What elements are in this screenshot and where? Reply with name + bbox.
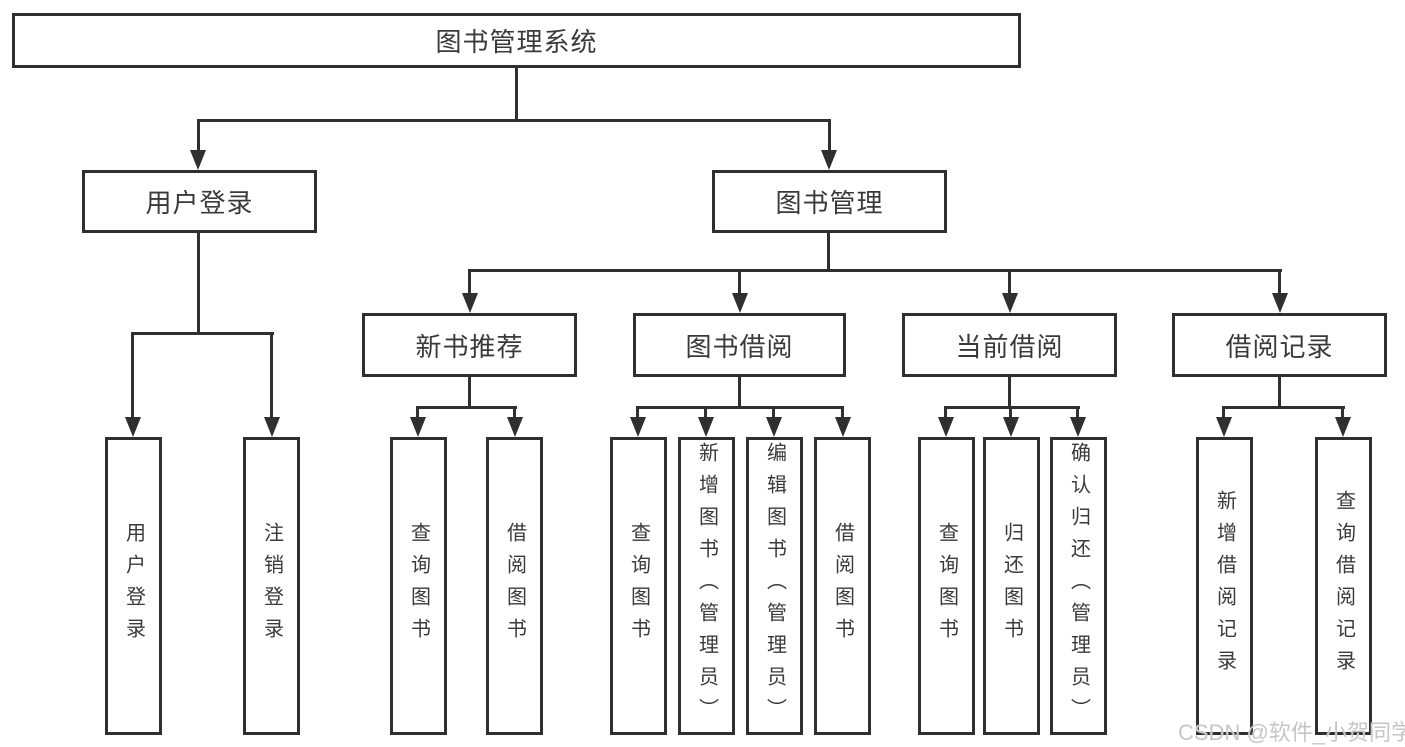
connector-borrow-records-stem — [1278, 376, 1281, 409]
arrowhead-book-borrow — [732, 293, 748, 313]
connector-user-login-branch — [132, 332, 274, 335]
connector-drop-nb-borrow — [513, 406, 516, 419]
node-label: 图书管理系统 — [435, 27, 598, 57]
arrowhead-bb-query — [630, 417, 646, 437]
connector-drop-current-borrow — [1008, 269, 1011, 295]
node-label: 用户登录 — [145, 188, 254, 218]
node-label: 查询借阅记录 — [1332, 490, 1355, 682]
arrowhead-cb-query — [938, 417, 954, 437]
node-new-book-recommend: 新书推荐 — [362, 313, 577, 377]
connector-book-management-stem — [827, 232, 830, 272]
arrowhead-leaf-logout — [264, 417, 280, 437]
node-label: 新增借阅记录 — [1213, 490, 1236, 682]
leaf-confirm-return-admin: 确认归还（管理员） — [1050, 437, 1107, 735]
arrowhead-new-book — [462, 293, 478, 313]
connector-drop-bb-query — [636, 406, 639, 419]
arrowhead-borrow-records — [1272, 293, 1288, 313]
connector-root-branch — [198, 119, 831, 122]
arrowhead-bb-add — [698, 417, 714, 437]
arrowhead-bb-edit — [766, 417, 782, 437]
arrowhead-book-management — [821, 150, 837, 170]
node-label: 图书管理 — [775, 188, 884, 218]
arrowhead-cb-return — [1003, 417, 1019, 437]
connector-borrow-records-branch — [1222, 406, 1345, 409]
node-library-management-system: 图书管理系统 — [12, 13, 1021, 68]
leaf-return-books: 归还图书 — [983, 437, 1040, 735]
leaf-borrow-books-recommend: 借阅图书 — [486, 437, 543, 735]
connector-root-stem — [515, 67, 518, 121]
connector-drop-book-management — [828, 119, 831, 152]
connector-drop-cb-return — [1009, 406, 1012, 419]
node-label: 确认归还（管理员） — [1067, 442, 1090, 730]
node-label: 用户登录 — [122, 522, 145, 650]
leaf-borrow-books: 借阅图书 — [814, 437, 871, 735]
arrowhead-user-login — [190, 150, 206, 170]
connector-drop-nb-query — [416, 406, 419, 419]
leaf-add-borrow-record: 新增借阅记录 — [1196, 437, 1253, 735]
node-label: 新书推荐 — [415, 331, 524, 362]
node-book-management: 图书管理 — [712, 170, 947, 233]
node-label: 查询图书 — [627, 522, 650, 650]
connector-drop-bb-edit — [772, 406, 775, 419]
connector-book-borrow-branch — [636, 406, 844, 409]
arrowhead-br-add — [1216, 417, 1232, 437]
node-label: 当前借阅 — [955, 331, 1064, 362]
arrowhead-leaf-user-login — [125, 417, 141, 437]
connector-new-book-stem — [468, 376, 471, 409]
leaf-user-login: 用户登录 — [105, 437, 162, 735]
connector-current-borrow-stem — [1008, 376, 1011, 409]
node-label: 图书借阅 — [685, 331, 794, 362]
node-label: 归还图书 — [1000, 522, 1023, 650]
connector-drop-book-borrow — [738, 269, 741, 295]
connector-drop-br-query — [1341, 406, 1344, 419]
connector-user-login-stem — [197, 232, 200, 335]
leaf-query-books-borrow: 查询图书 — [610, 437, 667, 735]
node-label: 注销登录 — [260, 522, 283, 650]
node-label: 借阅图书 — [503, 522, 526, 650]
node-label: 编辑图书（管理员） — [763, 442, 786, 730]
arrowhead-nb-borrow — [507, 417, 523, 437]
leaf-add-books-admin: 新增图书（管理员） — [678, 437, 735, 735]
connector-drop-cb-confirm — [1076, 406, 1079, 419]
leaf-logout: 注销登录 — [243, 437, 300, 735]
connector-current-borrow-branch — [944, 406, 1080, 409]
leaf-query-borrow-record: 查询借阅记录 — [1315, 437, 1372, 735]
connector-drop-user-login — [197, 119, 200, 152]
node-label: 查询图书 — [935, 522, 958, 650]
node-current-borrow: 当前借阅 — [902, 313, 1117, 377]
connector-drop-br-add — [1222, 406, 1225, 419]
connector-book-management-branch — [468, 269, 1282, 272]
leaf-edit-books-admin: 编辑图书（管理员） — [746, 437, 803, 735]
connector-drop-leaf-logout — [270, 332, 273, 418]
csdn-watermark: CSDN @软件_小贺同学 — [1178, 720, 1405, 745]
leaf-query-books-current: 查询图书 — [918, 437, 975, 735]
connector-drop-cb-query — [944, 406, 947, 419]
node-label: 新增图书（管理员） — [695, 442, 718, 730]
arrowhead-bb-borrow — [835, 417, 851, 437]
arrowhead-nb-query — [410, 417, 426, 437]
connector-book-borrow-stem — [738, 376, 741, 409]
connector-drop-bb-add — [704, 406, 707, 419]
node-label: 查询图书 — [407, 522, 430, 650]
connector-new-book-branch — [416, 406, 517, 409]
node-book-borrow: 图书借阅 — [633, 313, 846, 377]
connector-drop-bb-borrow — [841, 406, 844, 419]
connector-drop-borrow-records — [1278, 269, 1281, 295]
arrowhead-cb-confirm — [1070, 417, 1086, 437]
connector-drop-leaf-user-login — [131, 332, 134, 418]
node-label: 借阅图书 — [831, 522, 854, 650]
node-user-login: 用户登录 — [82, 170, 317, 233]
leaf-query-books-recommend: 查询图书 — [390, 437, 447, 735]
node-borrow-records: 借阅记录 — [1172, 313, 1387, 377]
arrowhead-br-query — [1335, 417, 1351, 437]
node-label: 借阅记录 — [1225, 331, 1334, 362]
connector-drop-new-book — [468, 269, 471, 295]
arrowhead-current-borrow — [1002, 293, 1018, 313]
